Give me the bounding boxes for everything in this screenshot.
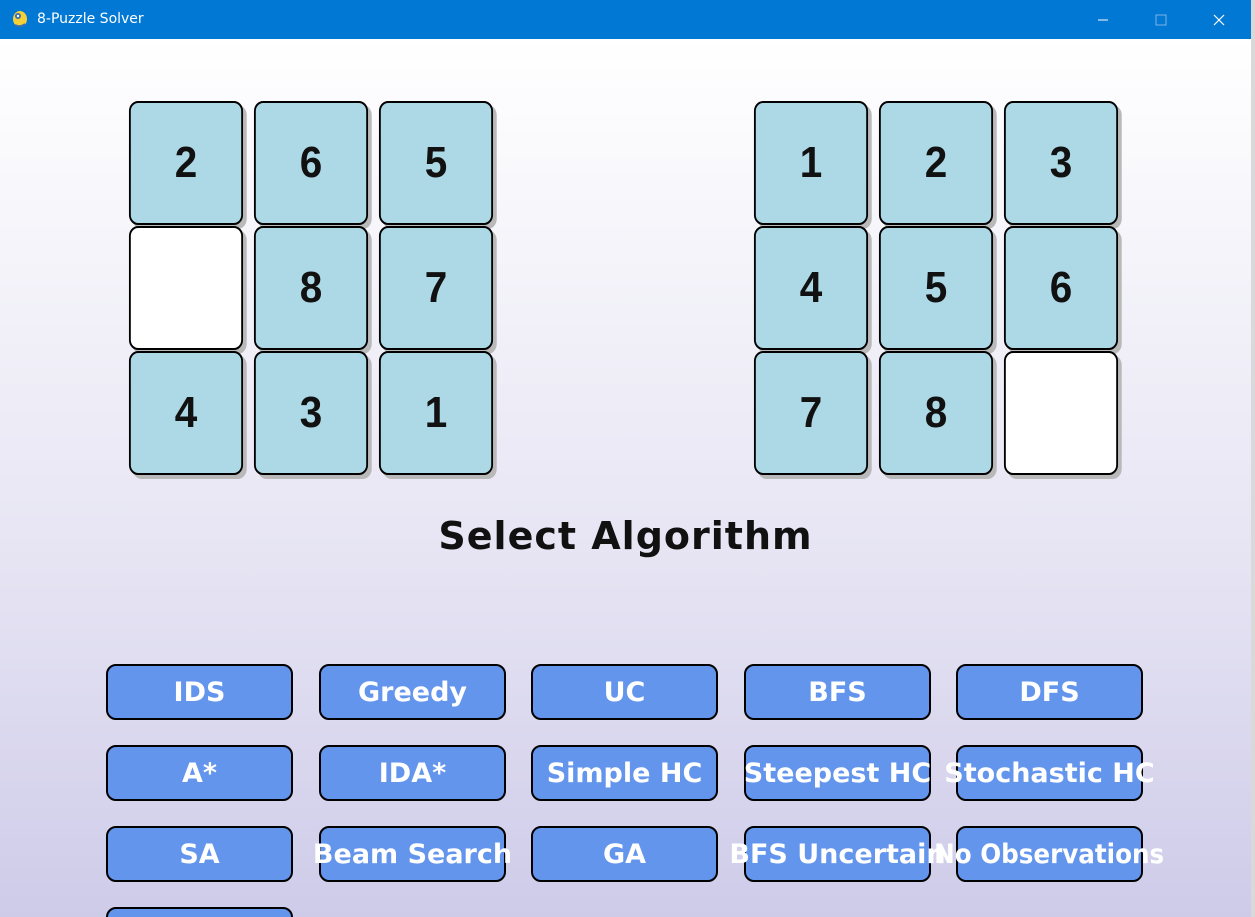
start-blank-tile: [128, 226, 244, 350]
algorithm-button-label: UC: [603, 676, 646, 708]
maximize-button: [1132, 0, 1190, 39]
algorithm-button-ida-star[interactable]: IDA*: [319, 745, 506, 801]
algorithm-button-label: IDA*: [378, 757, 447, 789]
goal-tile: 7: [753, 351, 869, 475]
close-button[interactable]: [1190, 0, 1248, 39]
goal-tile: 4: [753, 226, 869, 350]
algorithm-button-ga[interactable]: GA: [531, 826, 718, 882]
minimize-button[interactable]: [1074, 0, 1132, 39]
start-tile: 6: [253, 101, 369, 225]
minimize-icon: [1098, 19, 1108, 20]
title-bar: 8-Puzzle Solver: [0, 0, 1251, 39]
start-tile: 1: [378, 351, 494, 475]
algorithm-button-label: GA: [602, 838, 647, 870]
start-tile: 7: [378, 226, 494, 350]
algorithm-button-label: BFS: [808, 676, 867, 708]
algorithm-button-partial[interactable]: [106, 907, 293, 917]
algorithm-button-label: SA: [179, 838, 220, 870]
start-tile: 4: [128, 351, 244, 475]
algorithm-button-dfs[interactable]: DFS: [956, 664, 1143, 720]
algorithm-button-greedy[interactable]: Greedy: [319, 664, 506, 720]
algorithm-button-label: Beam Search: [312, 838, 513, 870]
window-title: 8-Puzzle Solver: [37, 11, 144, 27]
algorithm-button-label: DFS: [1019, 676, 1080, 708]
goal-tile: 5: [878, 226, 994, 350]
goal-tile: 6: [1003, 226, 1119, 350]
goal-tile: 3: [1003, 101, 1119, 225]
goal-state-grid: 1 2 3 4 5 6 7 8: [749, 101, 1129, 481]
algorithm-button-a-star[interactable]: A*: [106, 745, 293, 801]
algorithm-button-label: IDS: [173, 676, 226, 708]
goal-blank-tile: [1003, 351, 1119, 475]
algorithm-button-simple-hc[interactable]: Simple HC: [531, 745, 718, 801]
algorithm-button-label: A*: [181, 757, 217, 789]
start-tile: 2: [128, 101, 244, 225]
window-edge: [1251, 0, 1255, 917]
start-tile: 8: [253, 226, 369, 350]
algorithm-button-steepest-hc[interactable]: Steepest HC: [744, 745, 931, 801]
start-tile: 3: [253, 351, 369, 475]
close-icon: [1213, 14, 1225, 25]
algorithm-button-label: Steepest HC: [743, 757, 932, 789]
algorithm-button-stochastic-hc[interactable]: Stochastic HC: [944, 745, 1155, 801]
algorithm-button-bfs-uncertain[interactable]: BFS Uncertain: [729, 826, 946, 882]
start-state-grid: 2 6 5 8 7 4 3 1: [124, 101, 504, 481]
algorithm-button-uc[interactable]: UC: [531, 664, 718, 720]
client-area: 2 6 5 8 7 4 3 1 1 2 3 4 5 6 7 8 Select A…: [0, 39, 1251, 917]
algorithm-button-beam-search[interactable]: Beam Search: [313, 826, 512, 882]
python-snake-icon: [13, 11, 27, 28]
start-tile: 5: [378, 101, 494, 225]
goal-tile: 1: [753, 101, 869, 225]
algorithm-button-bfs[interactable]: BFS: [744, 664, 931, 720]
algorithm-button-label: Greedy: [357, 676, 468, 708]
algorithm-button-ids[interactable]: IDS: [106, 664, 293, 720]
algorithm-button-sa[interactable]: SA: [106, 826, 293, 882]
select-algorithm-heading: Select Algorithm: [438, 514, 813, 558]
algorithm-button-label: BFS Uncertain: [729, 838, 946, 870]
algorithm-button-label: Stochastic HC: [944, 757, 1155, 789]
goal-tile: 8: [878, 351, 994, 475]
goal-tile: 2: [878, 101, 994, 225]
algorithm-button-label: No Observations: [934, 838, 1165, 870]
algorithm-button-label: Simple HC: [546, 757, 703, 789]
maximize-icon: [1155, 14, 1167, 25]
algorithm-button-no-observations[interactable]: No Observations: [935, 826, 1165, 882]
